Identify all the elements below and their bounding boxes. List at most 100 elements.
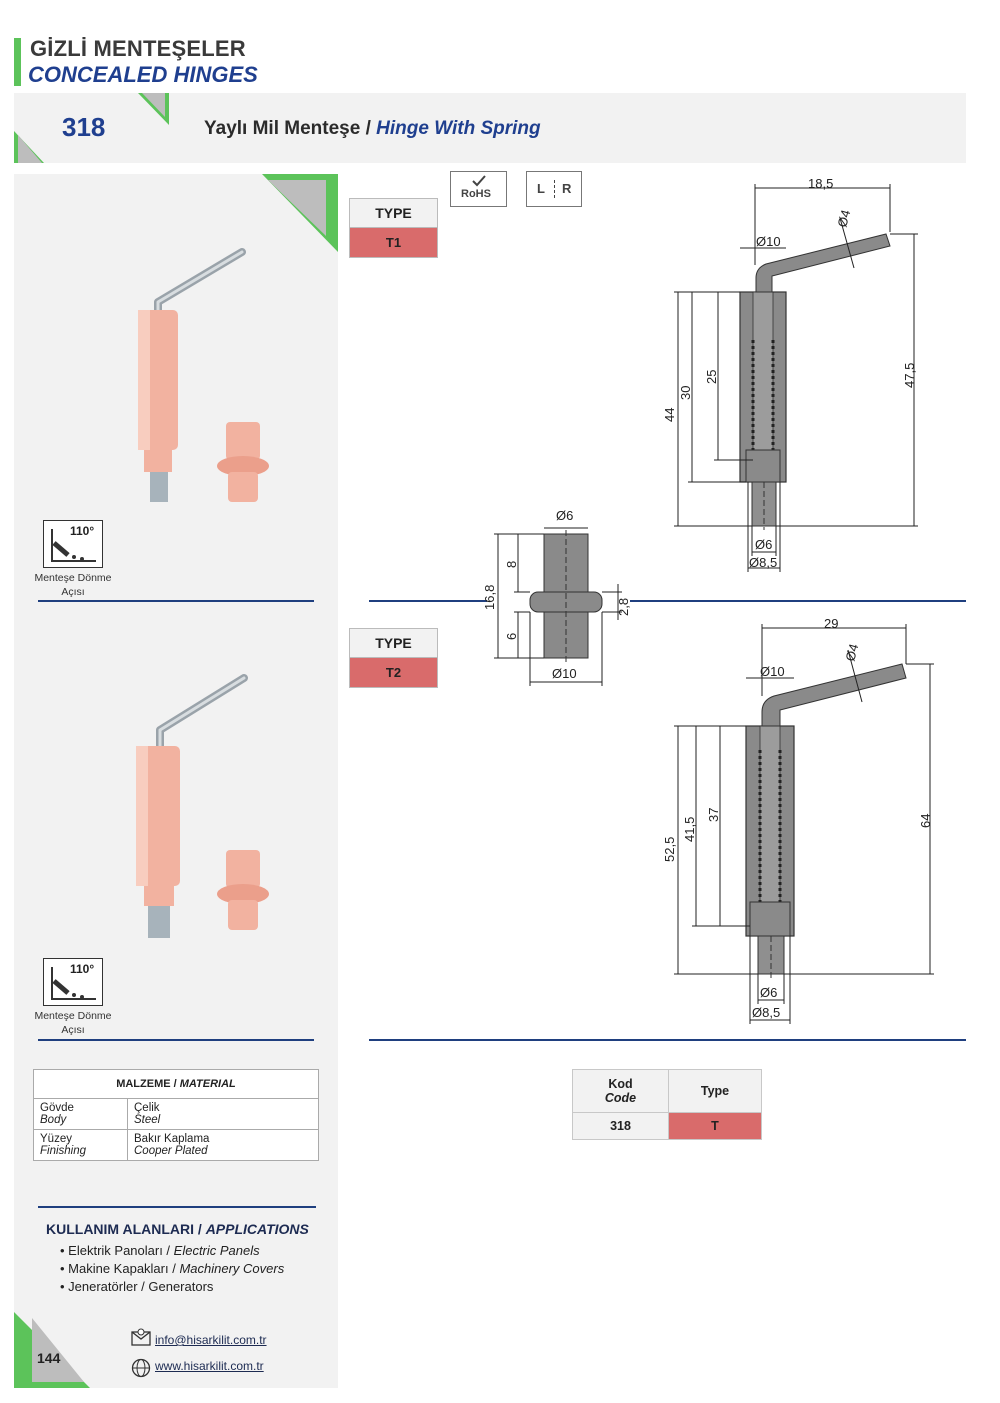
dim-pin-168: 16,8 [482, 585, 497, 610]
drawing-t1: 18,5 Ø4 Ø10 44 30 25 47,5 Ø6 Ø8,5 [662, 176, 918, 572]
applications-title: KULLANIM ALANLARI / APPLICATIONS [46, 1221, 309, 1237]
dim-t2-64: 64 [918, 814, 933, 828]
rotation-angle-value-t1: 110° [70, 524, 95, 538]
list-item: • Makine Kapakları / Machinery Covers [60, 1260, 284, 1278]
rotation-angle-icon-t1 [43, 520, 103, 568]
band-corner-decoration [14, 93, 169, 163]
left-label: L [537, 181, 545, 196]
type-header-t1: TYPE [349, 198, 438, 228]
dim-t1-475: 47,5 [902, 363, 917, 388]
rotation-angle-icon-t2 [43, 958, 103, 1006]
code-header-cell: Kod Code [572, 1069, 669, 1113]
table-row: Kod Code Type [572, 1069, 762, 1113]
panel-corner-decoration [262, 174, 338, 252]
dim-t2-width: 29 [824, 616, 838, 631]
check-icon [472, 175, 486, 187]
type-header-cell: Type [668, 1069, 762, 1113]
code-table: Kod Code Type 318 T [572, 1069, 762, 1140]
material-value-en: Steel [134, 1114, 161, 1126]
drawing-pin: Ø6 16,8 8 6 2,8 Ø10 [482, 508, 631, 686]
globe-icon [131, 1358, 151, 1378]
dim-pin-6: 6 [504, 633, 519, 640]
type-value-t1: T1 [349, 228, 438, 258]
dim-t1-body: Ø10 [756, 234, 781, 249]
application-en: Machinery Covers [179, 1261, 285, 1276]
divider [38, 1206, 316, 1208]
dim-pin-28: 2,8 [616, 598, 631, 616]
material-value-en: Cooper Plated [134, 1145, 208, 1157]
code-header-en: Code [604, 1091, 637, 1105]
dim-t2-collar: Ø8,5 [752, 1005, 780, 1020]
page-number: 144 [37, 1350, 61, 1366]
material-label-en: Finishing [40, 1145, 87, 1157]
application-tr: • Makine Kapakları / [60, 1261, 180, 1276]
dim-t2-37: 37 [706, 808, 721, 822]
product-name-tr: Yaylı Mil Menteşe [204, 118, 361, 139]
dim-t1-30: 30 [678, 386, 693, 400]
drawing-t2: 29 Ø4 Ø10 52,5 41,5 37 64 Ø6 Ø8,5 [662, 616, 934, 1024]
type-value-cell: T [668, 1112, 762, 1140]
applications-title-en: APPLICATIONS [205, 1221, 309, 1237]
rotation-angle-label-t1: Menteşe Dönme Açısı [18, 571, 128, 599]
material-label-tr: Yüzey [40, 1133, 72, 1145]
dim-t2-body: Ø10 [760, 664, 785, 679]
dim-t1-25: 25 [704, 370, 719, 384]
dim-t2-rod: Ø4 [842, 642, 861, 663]
material-label-en: Body [40, 1114, 67, 1126]
divider [369, 1039, 966, 1041]
dim-t2-pin: Ø6 [760, 985, 777, 1000]
email-icon [131, 1328, 151, 1346]
lr-divider [554, 180, 555, 198]
rotation-label-line1: Menteşe Dönme [34, 1010, 112, 1022]
list-item: • Elektrik Panoları / Electric Panels [60, 1242, 284, 1260]
hinge-t2-image [136, 674, 269, 938]
material-value-tr: Çelik [134, 1102, 160, 1114]
dim-t2-525: 52,5 [662, 837, 677, 862]
left-right-badge: L R [526, 171, 582, 207]
section-title-en: CONCEALED HINGES [28, 62, 258, 87]
product-name-separator: / [360, 118, 377, 139]
application-tr: • Jeneratörler / Generators [60, 1279, 214, 1294]
material-value-tr: Bakır Kaplama [134, 1133, 210, 1145]
rotation-label-line1: Menteşe Dönme [34, 572, 112, 584]
dim-t1-pin: Ø6 [755, 537, 772, 552]
page-corner-decoration [14, 1312, 90, 1388]
email-link[interactable]: info@hisarkilit.com.tr [155, 1333, 267, 1347]
product-title: Yaylı Mil Menteşe / Hinge With Spring [204, 118, 541, 140]
rohs-label: RoHS [461, 188, 491, 200]
hinge-t1-image [138, 248, 269, 502]
title-accent-bar [14, 38, 21, 86]
dim-t2-415: 41,5 [682, 817, 697, 842]
product-band [14, 93, 966, 163]
table-row: 318 T [572, 1112, 762, 1140]
applications-list: • Elektrik Panoları / Electric Panels • … [60, 1242, 284, 1296]
dim-t1-rod: Ø4 [834, 208, 853, 229]
product-code: 318 [62, 112, 106, 142]
type-header-t2: TYPE [349, 628, 438, 658]
material-header-en: MATERIAL [179, 1078, 236, 1090]
section-title-tr: GİZLİ MENTEŞELER [30, 36, 246, 61]
list-item: • Jeneratörler / Generators [60, 1278, 284, 1296]
application-tr: • Elektrik Panoları / [60, 1243, 174, 1258]
divider [38, 600, 314, 602]
material-header-sep: / [170, 1078, 180, 1090]
dim-t1-collar: Ø8,5 [749, 555, 777, 570]
rotation-angle-label-t2: Menteşe Dönme Açısı [18, 1009, 128, 1037]
rohs-badge: RoHS [450, 171, 507, 207]
applications-title-tr: KULLANIM ALANLARI [46, 1221, 195, 1237]
divider [38, 1039, 314, 1041]
application-en: Electric Panels [173, 1243, 260, 1258]
type-value-t2: T2 [349, 658, 438, 688]
dim-t1-44: 44 [662, 408, 677, 422]
dim-pin-8: 8 [504, 561, 519, 568]
dim-pin-bottom: Ø10 [552, 666, 577, 681]
rotation-label-line2: Açısı [61, 1024, 85, 1036]
website-link[interactable]: www.hisarkilit.com.tr [155, 1359, 264, 1373]
right-label: R [562, 181, 572, 196]
